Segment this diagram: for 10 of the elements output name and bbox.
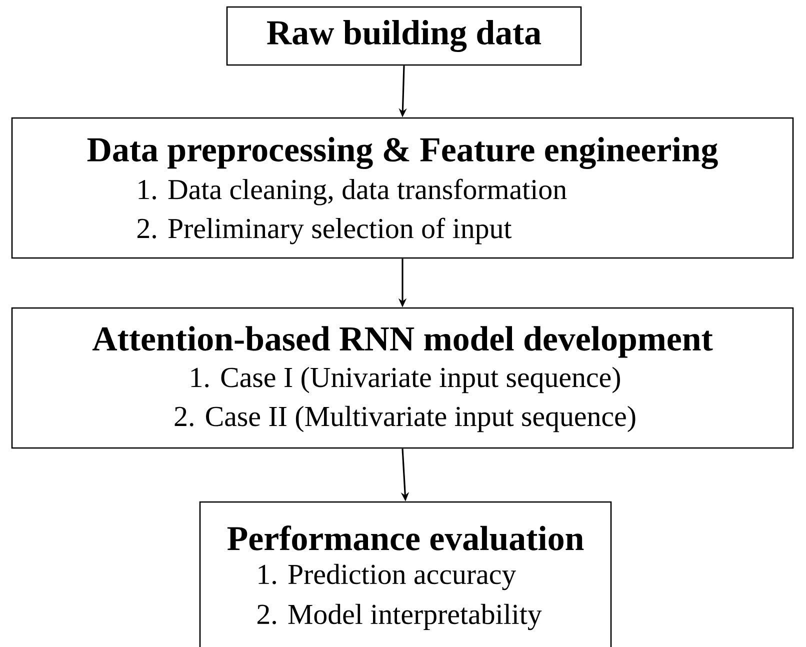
list-item: 2. Case II (Multivariate input sequence) bbox=[174, 406, 636, 432]
list-item: 2. Model interpretability bbox=[257, 604, 542, 630]
list-item: 2. Preliminary selection of input bbox=[137, 218, 512, 244]
list-item: 1. Data cleaning, data transformation bbox=[138, 178, 567, 206]
list-item: 1. Case I (Univariate input sequence) bbox=[191, 366, 620, 394]
box-heading: Raw building data bbox=[267, 20, 542, 52]
list-item: 1. Prediction accuracy bbox=[258, 564, 516, 590]
box-heading: Data preprocessing & Feature engineering bbox=[87, 137, 718, 169]
box-heading: Attention-based RNN model development bbox=[92, 326, 713, 358]
box-heading: Performance evaluation bbox=[227, 526, 584, 550]
